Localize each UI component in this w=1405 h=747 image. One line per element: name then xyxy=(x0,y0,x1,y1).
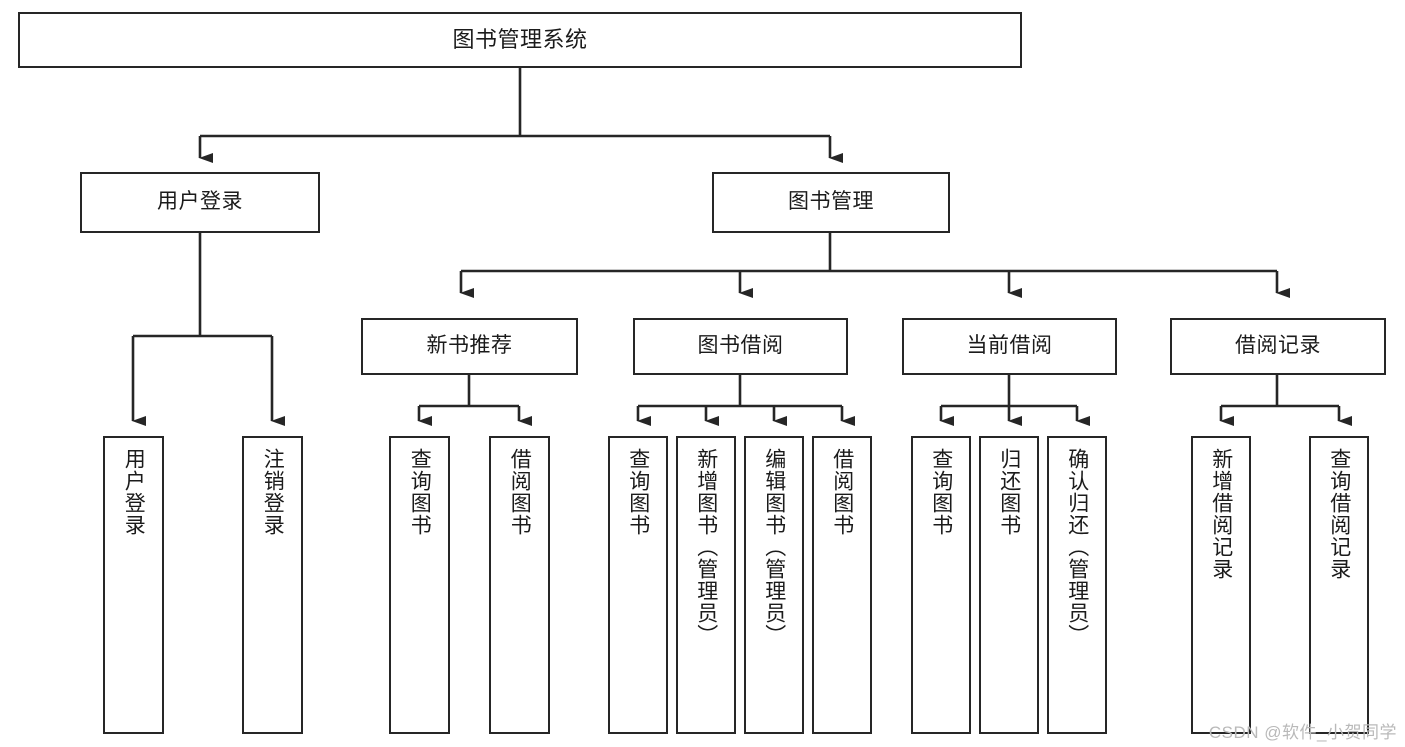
node-label: 图书借阅 xyxy=(697,334,784,358)
node-label: 新书推荐 xyxy=(426,334,513,358)
node-label: 用户登录 xyxy=(122,448,146,536)
node-book-manage[interactable]: 图书管理 xyxy=(712,172,950,233)
node-label: 查询图书 xyxy=(929,448,953,536)
node-label: 借阅图书 xyxy=(508,448,532,536)
node-label: 编辑图书（管理员） xyxy=(762,448,786,646)
leaf-edit-book-admin[interactable]: 编辑图书（管理员） xyxy=(744,436,804,734)
leaf-query-book-borrow[interactable]: 查询图书 xyxy=(608,436,668,734)
node-root-system[interactable]: 图书管理系统 xyxy=(18,12,1022,68)
node-label: 归还图书 xyxy=(997,448,1021,536)
leaf-query-book-current[interactable]: 查询图书 xyxy=(911,436,971,734)
node-label: 确认归还（管理员） xyxy=(1065,448,1089,646)
node-label: 注销登录 xyxy=(261,448,285,536)
leaf-return-book[interactable]: 归还图书 xyxy=(979,436,1039,734)
node-label: 图书管理系统 xyxy=(452,27,588,53)
leaf-add-book-admin[interactable]: 新增图书（管理员） xyxy=(676,436,736,734)
node-label: 图书管理 xyxy=(788,190,874,214)
node-label: 查询图书 xyxy=(408,448,432,536)
node-user-login[interactable]: 用户登录 xyxy=(80,172,320,233)
leaf-user-login[interactable]: 用户登录 xyxy=(103,436,164,734)
node-label: 借阅记录 xyxy=(1235,334,1321,358)
leaf-logout-login[interactable]: 注销登录 xyxy=(242,436,303,734)
node-label: 新增借阅记录 xyxy=(1209,448,1233,580)
leaf-query-borrow-record[interactable]: 查询借阅记录 xyxy=(1309,436,1369,734)
node-label: 用户登录 xyxy=(157,190,243,214)
leaf-query-book-recommend[interactable]: 查询图书 xyxy=(389,436,450,734)
node-label: 查询图书 xyxy=(626,448,650,536)
leaf-confirm-return-admin[interactable]: 确认归还（管理员） xyxy=(1047,436,1107,734)
leaf-borrow-book-recommend[interactable]: 借阅图书 xyxy=(489,436,550,734)
node-label: 新增图书（管理员） xyxy=(694,448,718,646)
csdn-watermark: CSDN @软件_小贺同学 xyxy=(1208,723,1397,742)
node-new-book-recommend[interactable]: 新书推荐 xyxy=(361,318,578,375)
node-current-borrow[interactable]: 当前借阅 xyxy=(902,318,1117,375)
node-book-borrow[interactable]: 图书借阅 xyxy=(633,318,848,375)
node-label: 查询借阅记录 xyxy=(1327,448,1351,580)
node-label: 当前借阅 xyxy=(966,334,1053,358)
node-label: 借阅图书 xyxy=(830,448,854,536)
node-borrow-record[interactable]: 借阅记录 xyxy=(1170,318,1386,375)
leaf-borrow-book-borrow[interactable]: 借阅图书 xyxy=(812,436,872,734)
leaf-add-borrow-record[interactable]: 新增借阅记录 xyxy=(1191,436,1251,734)
